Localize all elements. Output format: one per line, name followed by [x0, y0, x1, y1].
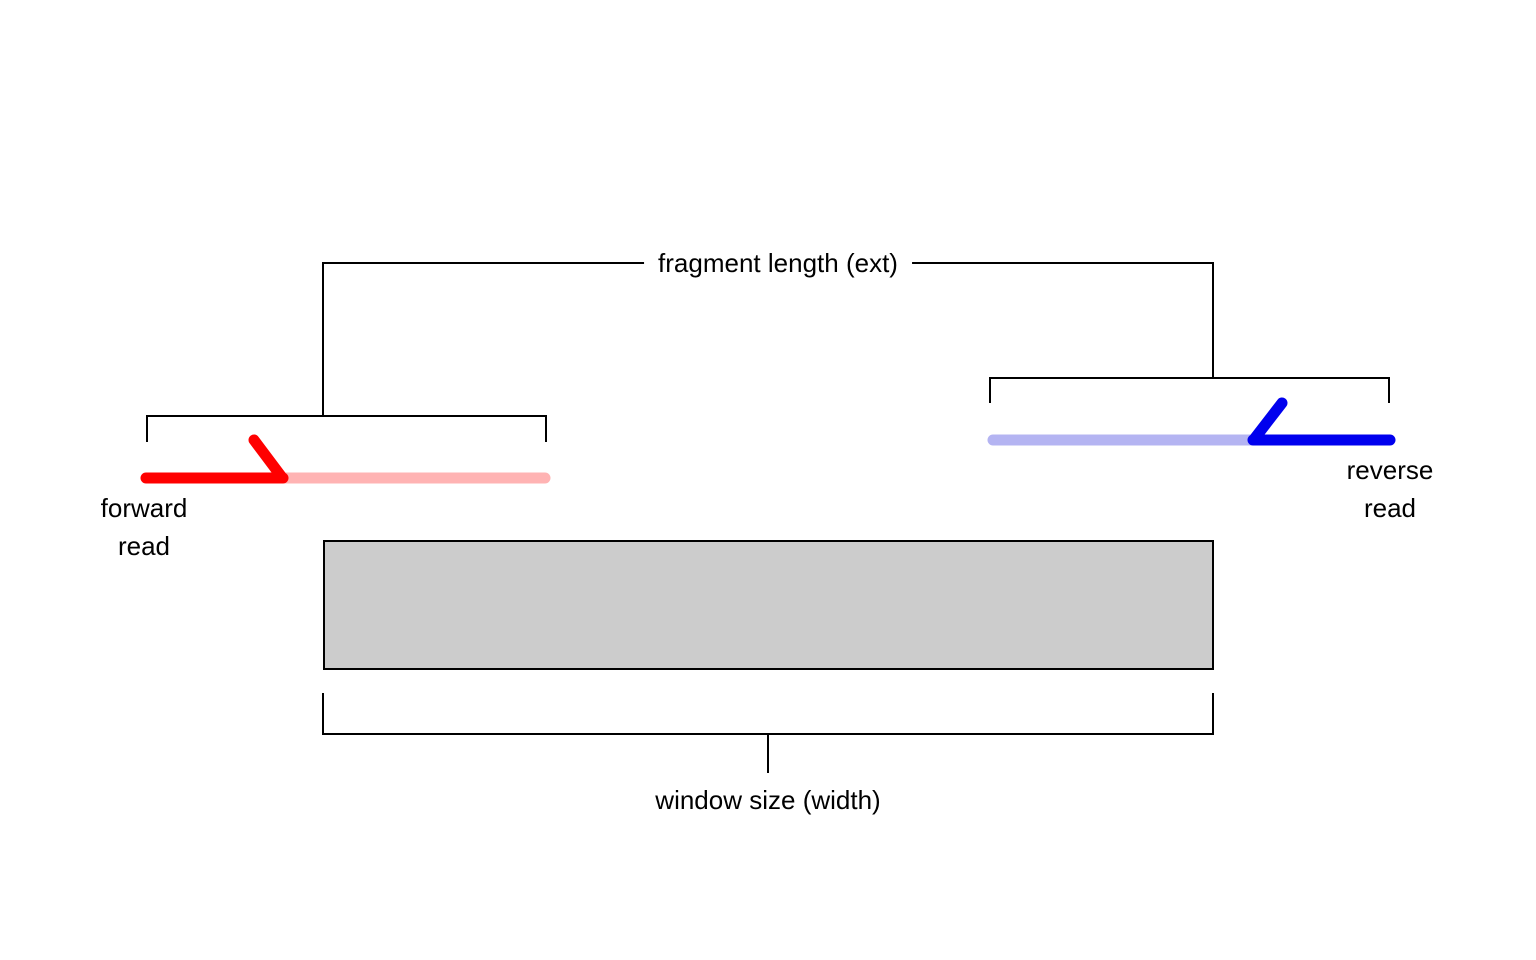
reverse-read-arrow-barb	[1249, 397, 1288, 444]
reverse-read-label-line1: reverse	[1346, 455, 1434, 485]
reverse-read-label-line2: read	[1363, 493, 1417, 523]
forward-read-label-line1: forward	[100, 493, 188, 523]
forward-read-label-line2: read	[117, 531, 171, 561]
window-size-bracket	[322, 693, 1214, 735]
fragment-length-connector-line	[322, 262, 1214, 416]
window-rectangle	[323, 540, 1214, 670]
forward-read-label: forward read	[101, 489, 188, 565]
reverse-read-label: reverse read	[1347, 451, 1434, 527]
forward-read-arrow-barb	[248, 434, 287, 482]
reverse-fragment-bracket	[989, 377, 1390, 403]
fragment-length-label: fragment length (ext)	[644, 244, 912, 282]
forward-fragment-bracket	[146, 415, 547, 442]
window-size-label: window size (width)	[655, 785, 881, 815]
